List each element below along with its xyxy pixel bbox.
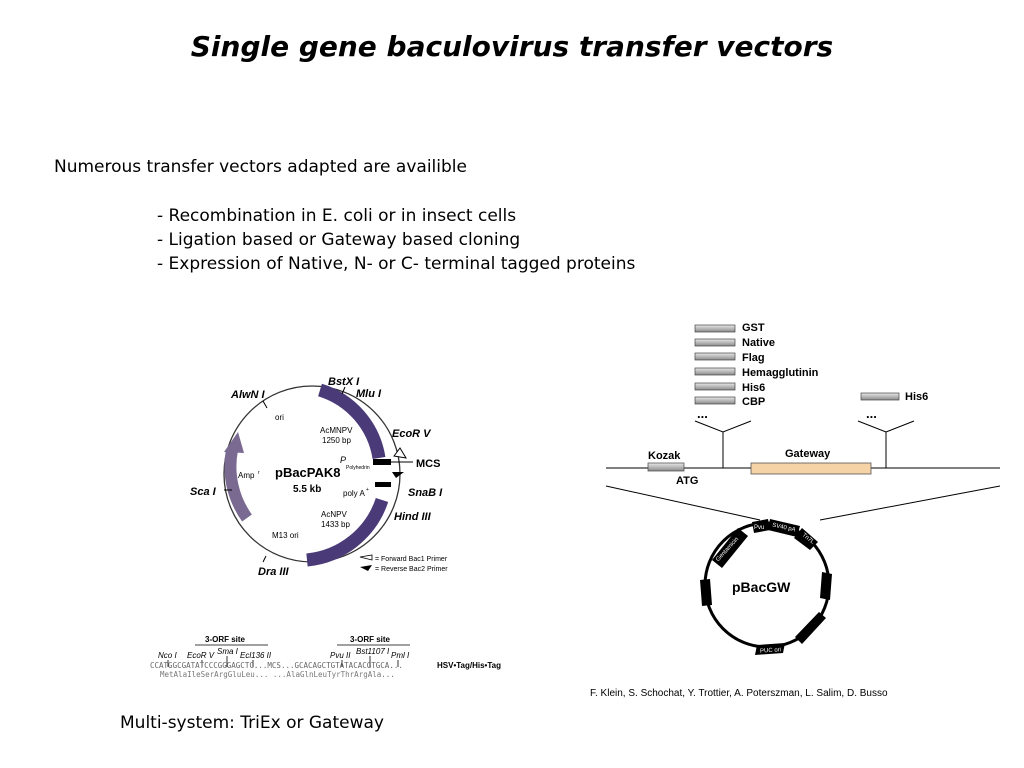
acnpv-label: AcNPV xyxy=(321,510,347,519)
tn7r-block xyxy=(700,579,712,606)
site-tick xyxy=(341,386,346,395)
feat-pucori: PUC ori xyxy=(760,647,781,654)
tn7l-arrow xyxy=(794,528,818,550)
site-dra: Dra III xyxy=(258,566,290,578)
site-tick xyxy=(262,555,267,563)
kozak-bar xyxy=(647,462,685,472)
enz-bst1107: Bst1107 I xyxy=(356,647,390,656)
feat-tn7r: Tn7R xyxy=(712,581,718,596)
pvu-block xyxy=(752,519,770,533)
legend-forward: = Forward Bac1 Primer xyxy=(375,556,448,563)
atg-label: ATG xyxy=(676,475,698,487)
gentamicin-arrow xyxy=(712,528,748,568)
enz-ecorv: EcoR V xyxy=(187,651,215,660)
tag-bar xyxy=(694,338,736,347)
acmnpv-arc xyxy=(317,383,386,460)
amp-sup-label: r xyxy=(258,470,260,476)
f1ori-block xyxy=(820,572,832,600)
enz-pvuii: Pvu II xyxy=(330,651,351,660)
amp-label: Amp xyxy=(238,471,255,480)
plasmid-name: pBacPAK8 xyxy=(275,465,341,480)
site-sca: Sca I xyxy=(190,486,217,498)
n-tag-ellipsis: ... xyxy=(697,406,708,421)
footer-text: Multi-system: TriEx or Gateway xyxy=(120,713,384,733)
credits-text: F. Klein, S. Schochat, Y. Trottier, A. P… xyxy=(590,688,888,699)
reverse-primer-icon xyxy=(392,472,404,478)
tag-gst: GST xyxy=(742,322,765,334)
pbacgw-label: pBacGW xyxy=(732,579,791,595)
amp-arrowhead xyxy=(224,432,244,453)
feat-sv40pa: SV40 pA xyxy=(772,523,796,534)
tag-label: HSV•Tag/His•Tag xyxy=(437,661,501,670)
site-tick xyxy=(262,400,268,409)
reverse-primer-legend-icon xyxy=(360,565,372,571)
ppolh-sub-label: Polyhedrin xyxy=(346,465,370,471)
bullet-list: - Recombination in E. coli or in insect … xyxy=(157,204,635,276)
site-snab: SnaB I xyxy=(408,487,443,499)
bp1433-label: 1433 bp xyxy=(321,520,350,529)
tag-bar xyxy=(694,352,736,361)
tag-bar xyxy=(694,367,736,376)
tag-bar xyxy=(694,396,736,405)
forward-primer-icon xyxy=(393,447,407,459)
gateway-label: Gateway xyxy=(785,448,831,460)
amp-arc xyxy=(224,448,252,522)
bullet-item: - Ligation based or Gateway based clonin… xyxy=(157,230,521,250)
site-mlu: Mlu I xyxy=(356,388,382,400)
legend-reverse: = Reverse Bac2 Primer xyxy=(375,566,448,573)
ampicillin-arrow xyxy=(795,612,826,644)
gateway-bar xyxy=(750,462,872,475)
enz-pmli: Pml I xyxy=(391,651,410,660)
bullet-item: - Expression of Native, N- or C- termina… xyxy=(157,254,636,274)
orf-site-2: 3-ORF site xyxy=(350,635,391,644)
tag-his6: His6 xyxy=(742,382,765,394)
tag-bar xyxy=(694,382,736,391)
site-alwn: AlwN I xyxy=(230,389,266,401)
pbacgw-features xyxy=(700,519,832,655)
bullet-item: - Recombination in E. coli or in insect … xyxy=(157,206,517,226)
plasmid-size: 5.5 kb xyxy=(293,484,321,495)
bp1250-label: 1250 bp xyxy=(322,436,351,445)
protein-sequence: MetAlaIleSerArgGluLeu... ...AlaGlnLeuTyr… xyxy=(160,670,395,679)
forward-primer-legend-icon xyxy=(359,554,373,561)
acnpv-arc xyxy=(306,497,389,567)
enz-smai: Sma I xyxy=(217,647,239,656)
enz-ecl136: Ecl136 II xyxy=(240,651,272,660)
site-ecorv: EcoR V xyxy=(392,428,432,440)
pbacpak8-map: BstX I Mlu I EcoR V MCS SnaB I Hind III … xyxy=(190,376,448,578)
intro-text: Numerous transfer vectors adapted are av… xyxy=(54,157,467,177)
feat-f1ori: f1 ori xyxy=(830,580,836,593)
site-mcs: MCS xyxy=(416,458,440,470)
tag-native: Native xyxy=(742,337,775,349)
acmnpv-label: AcMNPV xyxy=(320,426,353,435)
c-tag-bar xyxy=(860,392,900,401)
m13-label: M13 ori xyxy=(272,531,299,540)
tag-cbp: CBP xyxy=(742,396,765,408)
sv40pa-block xyxy=(768,519,800,537)
polya-label: poly A xyxy=(343,489,365,498)
orf-sequence: 3-ORF site 3-ORF site Nco I EcoR V Sma I… xyxy=(150,635,501,679)
enz-ncoi: Nco I xyxy=(158,651,177,660)
polya-block xyxy=(375,482,391,487)
polya-sup-label: + xyxy=(366,487,369,493)
c-tag-ellipsis: ... xyxy=(866,406,877,421)
gateway-diagram: GST Native Flag Hemagglutinin His6 CBP .… xyxy=(605,322,1001,655)
c-tag-his6: His6 xyxy=(905,391,928,403)
feat-pvu: Pvu xyxy=(754,525,764,531)
page-title: Single gene baculovirus transfer vectors xyxy=(190,30,834,63)
ori-label: ori xyxy=(275,413,284,422)
site-bstx1: BstX I xyxy=(328,376,360,388)
tag-flag: Flag xyxy=(742,352,765,364)
site-hind: Hind III xyxy=(394,511,432,523)
tag-ha: Hemagglutinin xyxy=(742,367,819,379)
ppolh-label: P xyxy=(340,455,346,465)
dna-sequence: CCATGGCGATATCCCGGGAGCTC...MCS...GCACAGCT… xyxy=(150,661,403,670)
orf-site-1: 3-ORF site xyxy=(205,635,246,644)
kozak-label: Kozak xyxy=(648,450,681,462)
puc-ori-arrow xyxy=(755,643,785,655)
tag-bar xyxy=(694,324,736,333)
